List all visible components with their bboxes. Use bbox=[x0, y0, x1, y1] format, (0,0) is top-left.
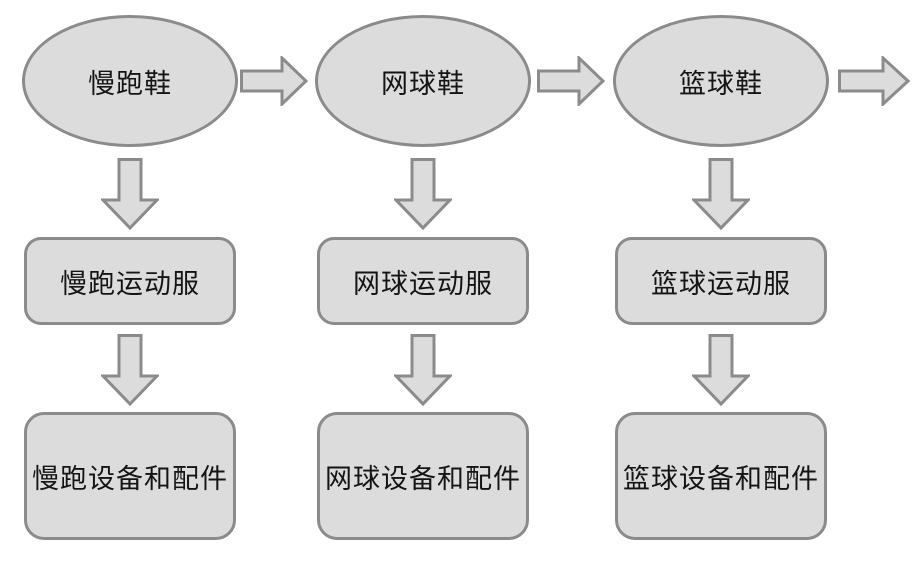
node-basketball-shoes: 篮球鞋 bbox=[613, 15, 829, 147]
node-label: 篮球鞋 bbox=[679, 68, 763, 99]
arrow-down-icon bbox=[101, 158, 159, 230]
node-tennis-sportswear: 网球运动服 bbox=[317, 237, 529, 325]
arrow-down-icon bbox=[394, 334, 452, 406]
node-label: 网球运动服 bbox=[353, 268, 493, 299]
node-label: 慢跑运动服 bbox=[60, 268, 200, 299]
arrow-down-icon bbox=[101, 334, 159, 406]
arrow-down-icon bbox=[394, 158, 452, 230]
node-label: 网球鞋 bbox=[381, 68, 465, 99]
node-label: 篮球设备和配件 bbox=[623, 463, 819, 494]
node-jogging-sportswear: 慢跑运动服 bbox=[24, 237, 236, 325]
node-basketball-sportswear: 篮球运动服 bbox=[615, 237, 827, 325]
arrow-right-icon bbox=[240, 56, 308, 106]
node-label: 篮球运动服 bbox=[651, 268, 791, 299]
node-jogging-equipment: 慢跑设备和配件 bbox=[24, 412, 236, 540]
node-label: 慢跑鞋 bbox=[88, 68, 172, 99]
node-basketball-equipment: 篮球设备和配件 bbox=[615, 412, 827, 540]
arrow-down-icon bbox=[692, 158, 750, 230]
arrow-right-icon bbox=[537, 56, 605, 106]
node-tennis-shoes: 网球鞋 bbox=[315, 15, 531, 147]
node-label: 网球设备和配件 bbox=[325, 463, 521, 494]
node-label: 慢跑设备和配件 bbox=[32, 463, 228, 494]
node-tennis-equipment: 网球设备和配件 bbox=[317, 412, 529, 540]
arrow-down-icon bbox=[692, 334, 750, 406]
node-jogging-shoes: 慢跑鞋 bbox=[22, 15, 238, 147]
arrow-right-icon bbox=[838, 56, 910, 106]
